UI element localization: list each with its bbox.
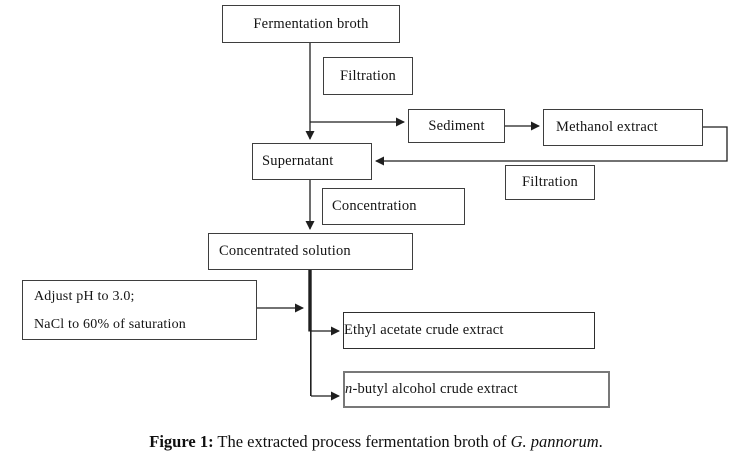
node-ethyl-acetate-extract: Ethyl acetate crude extract [343,312,595,349]
node-concentrated-solution: Concentrated solution [208,233,413,270]
caption-figure-number: Figure 1: [149,432,214,451]
node-adjust-ph-nacl: Adjust pH to 3.0; NaCl to 60% of saturat… [22,280,257,340]
node-label-line1: Adjust pH to 3.0; [34,289,135,304]
node-label: Methanol extract [556,119,658,135]
node-methanol-extract: Methanol extract [543,109,703,146]
caption-period: . [598,432,603,451]
node-label: Ethyl acetate crude extract [344,322,504,338]
node-label: Concentrated solution [219,243,351,259]
figure-caption: Figure 1: The extracted process fermenta… [0,432,752,452]
node-label: Filtration [340,67,396,84]
connector-methanol-return-to-supernatant [375,126,728,166]
node-label: Filtration [522,174,578,190]
node-filtration-1: Filtration [323,57,413,95]
node-label: Supernatant [262,153,334,169]
node-label: Concentration [332,198,417,214]
node-supernatant: Supernatant [252,143,372,180]
node-label-italic-n: n [345,381,353,397]
node-label-line2: NaCl to 60% of saturation [34,317,186,332]
node-n-butyl-extract: n-butyl alcohol crude extract [343,371,610,408]
node-sediment: Sediment [408,109,505,143]
caption-species-name: G. pannorum [510,432,599,451]
node-label: Sediment [428,117,485,134]
node-label: Fermentation broth [253,15,369,32]
node-label: -butyl alcohol crude extract [352,381,518,397]
node-filtration-2: Filtration [505,165,595,200]
node-fermentation-broth: Fermentation broth [222,5,400,43]
node-concentration: Concentration [322,188,465,225]
caption-text: The extracted process fermentation broth… [213,432,511,451]
